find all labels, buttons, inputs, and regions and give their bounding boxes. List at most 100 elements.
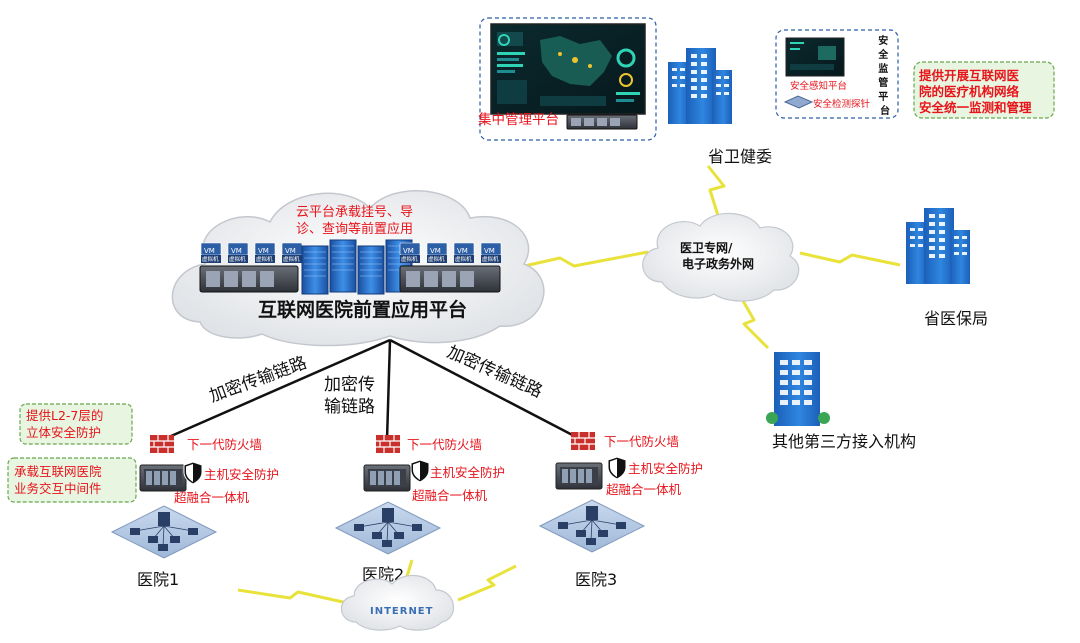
firewall-icon bbox=[570, 431, 596, 451]
vertical-char: 平 bbox=[878, 91, 888, 103]
third-party-label: 其他第三方接入机构 bbox=[772, 432, 916, 451]
network-label-line: 电子政务外网 bbox=[682, 256, 754, 271]
security-supervision-panel: 安全感知平台 安全检测探针 安 全 监 管 平 台 bbox=[775, 29, 899, 119]
health-commission-label: 省卫健委 bbox=[708, 147, 772, 166]
dashboard-graphics bbox=[497, 32, 640, 106]
internet-cloud: INTERNET bbox=[340, 574, 455, 631]
vm-sub-label: 虚拟机 bbox=[256, 255, 273, 263]
server-rack-right bbox=[399, 265, 501, 293]
lightning-network-to-third-party bbox=[736, 291, 770, 350]
hospital-3: 下一代防火墙 主机安全防护 超融合一体机 医院3 bbox=[539, 431, 703, 589]
link-label-middle-line: 加密传 bbox=[324, 375, 375, 395]
right-note-box: 提供开展互联网医 院的医疗机构网络 安全统一监测和管理 bbox=[913, 61, 1055, 119]
hci-server-icon bbox=[139, 464, 187, 492]
left-note-1-line: 立体安全防护 bbox=[26, 425, 101, 440]
vm-label: VM bbox=[258, 247, 269, 255]
firewall-label: 下一代防火墙 bbox=[187, 437, 262, 452]
hci-server-icon bbox=[363, 464, 411, 492]
vm-label: VM bbox=[204, 247, 215, 255]
vm-sub-label: 虚拟机 bbox=[428, 255, 445, 263]
lan-network-icon bbox=[539, 499, 645, 553]
vertical-char: 管 bbox=[878, 76, 888, 89]
vm-group-left: VM VM VM VM 虚拟机 虚拟机 虚拟机 虚拟机 bbox=[200, 242, 303, 264]
security-perception-label: 安全感知平台 bbox=[790, 80, 847, 92]
lan-network-icon bbox=[335, 501, 441, 555]
vm-group-right: VM VM VM VM 虚拟机 虚拟机 虚拟机 虚拟机 bbox=[399, 242, 502, 264]
vm-label: VM bbox=[403, 247, 414, 255]
building-icon-third-party bbox=[766, 352, 830, 426]
probe-device-icon bbox=[783, 95, 814, 109]
left-note-2-text: 承载互联网医院 业务交互中间件 bbox=[14, 464, 106, 496]
host-protection-label: 主机安全防护 bbox=[430, 465, 505, 480]
vm-label: VM bbox=[285, 247, 296, 255]
shield-icon bbox=[183, 461, 203, 485]
lightning-network-to-commission bbox=[706, 165, 726, 223]
cloud-note-line: 诊、查询等前置应用 bbox=[296, 221, 413, 237]
left-note-2-line: 业务交互中间件 bbox=[14, 481, 102, 496]
left-note-2-line: 承载互联网医院 bbox=[14, 464, 102, 479]
right-note-line: 提供开展互联网医 bbox=[919, 68, 1020, 83]
blue-server-cluster bbox=[301, 239, 413, 295]
vm-label: VM bbox=[484, 247, 495, 255]
vm-sub-label: 虚拟机 bbox=[229, 255, 246, 263]
left-note-1: 提供L2-7层的 立体安全防护 bbox=[19, 403, 133, 445]
vertical-char: 安 bbox=[878, 34, 888, 47]
link-line-hospital1 bbox=[161, 338, 391, 442]
vm-label: VM bbox=[231, 247, 242, 255]
shield-icon bbox=[607, 456, 627, 480]
medical-insurance-label: 省医保局 bbox=[924, 309, 988, 328]
vm-label: VM bbox=[457, 247, 468, 255]
internet-label: INTERNET bbox=[370, 606, 433, 617]
hospital-name: 医院1 bbox=[137, 570, 179, 589]
lightning-hospital3-internet bbox=[457, 564, 517, 602]
link-line-hospital2 bbox=[385, 339, 392, 441]
hci-label: 超融合一体机 bbox=[606, 482, 682, 497]
hci-label: 超融合一体机 bbox=[174, 490, 250, 505]
central-platform-label: 集中管理平台 bbox=[478, 112, 559, 128]
vertical-char: 台 bbox=[880, 104, 890, 117]
vm-label: VM bbox=[430, 247, 441, 255]
left-note-1-text: 提供L2-7层的 立体安全防护 bbox=[26, 408, 107, 440]
hci-label: 超融合一体机 bbox=[412, 488, 488, 503]
firewall-label: 下一代防火墙 bbox=[604, 434, 679, 449]
vm-sub-label: 虚拟机 bbox=[283, 255, 300, 263]
right-note-line: 院的医疗机构网络 bbox=[919, 84, 1020, 99]
shield-icon bbox=[410, 459, 430, 483]
link-label-middle-line: 输链路 bbox=[324, 397, 375, 417]
firewall-label: 下一代防火墙 bbox=[407, 437, 482, 452]
firewall-icon bbox=[149, 434, 175, 454]
vm-sub-label: 虚拟机 bbox=[482, 255, 499, 263]
hospital-2: 下一代防火墙 主机安全防护 超融合一体机 医院2 bbox=[335, 434, 505, 584]
cloud-platform-title: 互联网医院前置应用平台 bbox=[258, 298, 467, 321]
vertical-char: 全 bbox=[877, 48, 889, 61]
cloud-note-line: 云平台承载挂号、导 bbox=[296, 205, 413, 220]
right-note-text: 提供开展互联网医 院的医疗机构网络 安全统一监测和管理 bbox=[919, 68, 1032, 115]
left-note-2: 承载互联网医院 业务交互中间件 bbox=[7, 457, 137, 503]
building-icon-health-commission bbox=[668, 48, 732, 124]
server-rack-left bbox=[199, 265, 299, 293]
rack-server-icon bbox=[566, 114, 638, 130]
network-cloud: 医卫专网/ 电子政务外网 bbox=[642, 212, 800, 302]
central-management-panel: 集中管理平台 bbox=[478, 17, 657, 141]
left-note-1-line: 提供L2-7层的 bbox=[26, 408, 103, 423]
hospital-name: 医院3 bbox=[575, 570, 617, 589]
lightning-cloud-to-network bbox=[519, 250, 649, 269]
host-protection-label: 主机安全防护 bbox=[628, 461, 703, 476]
network-label: 医卫专网/ 电子政务外网 bbox=[680, 240, 754, 271]
connection-lines bbox=[161, 338, 583, 442]
building-icon-medical-insurance bbox=[906, 208, 970, 284]
link-label-middle: 加密传 输链路 bbox=[324, 375, 380, 417]
security-probe-label: 安全检测探针 bbox=[813, 98, 871, 110]
vm-sub-label: 虚拟机 bbox=[455, 255, 472, 263]
vertical-char: 监 bbox=[878, 62, 888, 75]
firewall-icon bbox=[375, 434, 401, 454]
lightning-hospital1-internet bbox=[237, 588, 353, 606]
lan-network-icon bbox=[111, 505, 217, 559]
link-line-hospital3 bbox=[389, 338, 583, 442]
vm-sub-label: 虚拟机 bbox=[401, 255, 418, 263]
hospital-1: 下一代防火墙 主机安全防护 超融合一体机 医院1 bbox=[111, 434, 279, 589]
hci-server-icon bbox=[555, 462, 603, 490]
lightning-network-to-insurance bbox=[799, 251, 901, 267]
host-protection-label: 主机安全防护 bbox=[204, 467, 279, 482]
